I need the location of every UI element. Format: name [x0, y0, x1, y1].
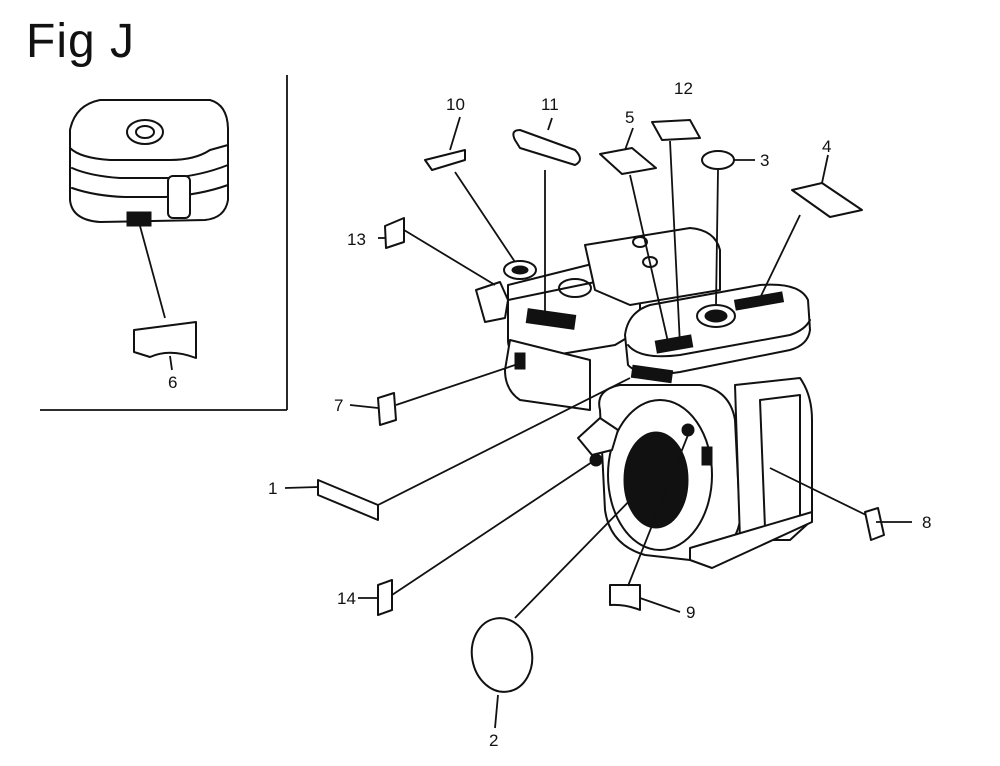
- decal-4: [791, 182, 863, 218]
- callout-9: 9: [686, 603, 695, 622]
- callout-6: 6: [168, 373, 177, 392]
- decal-12: [651, 119, 701, 141]
- decal-14: [377, 579, 393, 616]
- callout-3: 3: [760, 151, 769, 170]
- decal-10: [424, 149, 466, 171]
- leader-lines: [284, 116, 912, 729]
- decal-11: [512, 129, 581, 166]
- callout-13: 13: [347, 230, 366, 249]
- decal-5: [599, 147, 657, 175]
- inset-frame: [40, 75, 288, 411]
- callout-2: 2: [489, 731, 498, 750]
- callout-11: 11: [541, 95, 559, 114]
- decal-8: [864, 507, 885, 541]
- callout-5: 5: [625, 108, 634, 127]
- callout-labels: 10 11 12 5 3 4 13 6 7 1 8 14 9 2: [168, 79, 931, 750]
- callout-4: 4: [822, 137, 831, 156]
- decal-7: [377, 392, 397, 426]
- air-cleaner-inset: [69, 99, 229, 371]
- figure-title: Fig J: [26, 15, 136, 68]
- decal-1: [317, 479, 379, 521]
- part-decals: [317, 119, 885, 693]
- callout-10: 10: [446, 95, 465, 114]
- callout-8: 8: [922, 513, 931, 532]
- decal-13: [384, 217, 405, 249]
- callout-14: 14: [337, 589, 356, 608]
- decal-3: [701, 150, 735, 170]
- engine-illustration: [475, 227, 813, 569]
- callout-12: 12: [674, 79, 693, 98]
- decal-2: [470, 617, 534, 693]
- callout-7: 7: [334, 396, 343, 415]
- decal-9: [609, 584, 641, 611]
- callout-1: 1: [268, 479, 277, 498]
